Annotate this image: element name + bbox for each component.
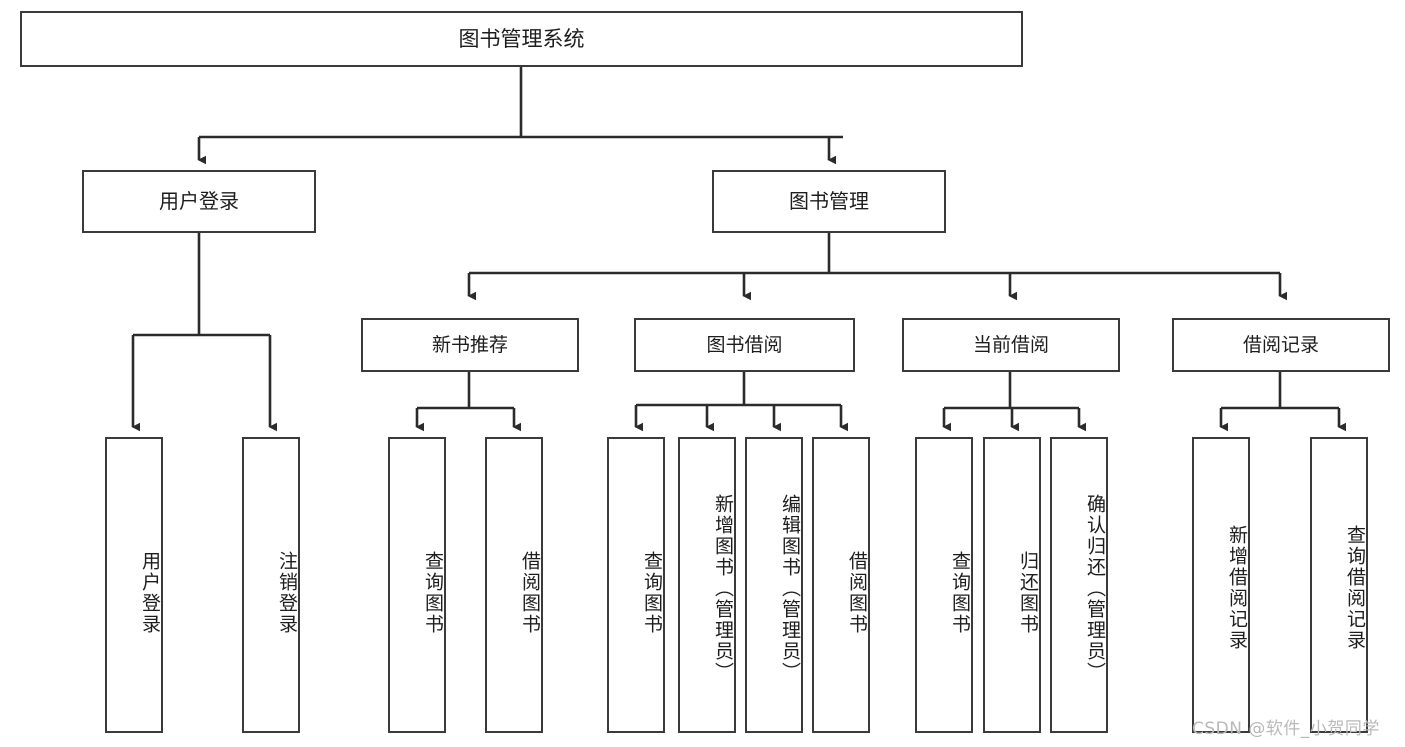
leaf-current-borrow-confirm[interactable]: 确认归还（管理员）: [1050, 437, 1108, 733]
leaf-user-login-logout[interactable]: 注销登录: [242, 437, 300, 733]
node-label: 查询图书: [949, 551, 971, 635]
leaf-book-borrow-query[interactable]: 查询图书: [607, 437, 665, 733]
leaf-new-book-query[interactable]: 查询图书: [388, 437, 446, 733]
node-label: 用户登录: [139, 551, 161, 635]
node-label: 借阅图书: [846, 551, 868, 635]
node-label: 确认归还（管理员）: [1084, 493, 1106, 683]
node-label: 用户登录: [159, 188, 239, 213]
node-label: 新增借阅记录: [1226, 525, 1248, 651]
node-label: 归还图书: [1017, 551, 1039, 635]
node-user-login[interactable]: 用户登录: [82, 170, 316, 233]
node-label: 新增图书（管理员）: [712, 493, 734, 683]
node-borrow-record[interactable]: 借阅记录: [1172, 318, 1390, 372]
node-label: 图书管理: [789, 188, 869, 213]
csdn-watermark: CSDN @软件_小贺同学: [1192, 719, 1380, 739]
node-label: 图书管理系统: [458, 26, 585, 51]
leaf-borrow-record-add[interactable]: 新增借阅记录: [1192, 437, 1250, 733]
node-label: 新书推荐: [431, 333, 508, 356]
node-label: 图书借阅: [706, 333, 783, 356]
leaf-user-login-login[interactable]: 用户登录: [105, 437, 163, 733]
leaf-current-borrow-query[interactable]: 查询图书: [915, 437, 973, 733]
node-label: 当前借阅: [972, 333, 1049, 356]
node-label: 编辑图书（管理员）: [779, 493, 801, 683]
leaf-book-borrow-borrow[interactable]: 借阅图书: [812, 437, 870, 733]
node-label: 查询图书: [641, 551, 663, 635]
node-label: 借阅记录: [1242, 333, 1319, 356]
leaf-book-borrow-edit[interactable]: 编辑图书（管理员）: [745, 437, 803, 733]
leaf-borrow-record-query[interactable]: 查询借阅记录: [1310, 437, 1368, 733]
node-label: 查询借阅记录: [1344, 525, 1366, 651]
node-current-borrow[interactable]: 当前借阅: [902, 318, 1120, 372]
leaf-new-book-borrow[interactable]: 借阅图书: [485, 437, 543, 733]
leaf-current-borrow-return[interactable]: 归还图书: [983, 437, 1041, 733]
node-new-book-recommend[interactable]: 新书推荐: [361, 318, 579, 372]
node-root-system[interactable]: 图书管理系统: [20, 11, 1023, 67]
node-book-borrow[interactable]: 图书借阅: [634, 318, 855, 372]
leaf-book-borrow-add[interactable]: 新增图书（管理员）: [678, 437, 736, 733]
node-label: 注销登录: [276, 551, 298, 635]
node-book-management[interactable]: 图书管理: [712, 170, 946, 233]
node-label: 借阅图书: [519, 551, 541, 635]
node-label: 查询图书: [422, 551, 444, 635]
